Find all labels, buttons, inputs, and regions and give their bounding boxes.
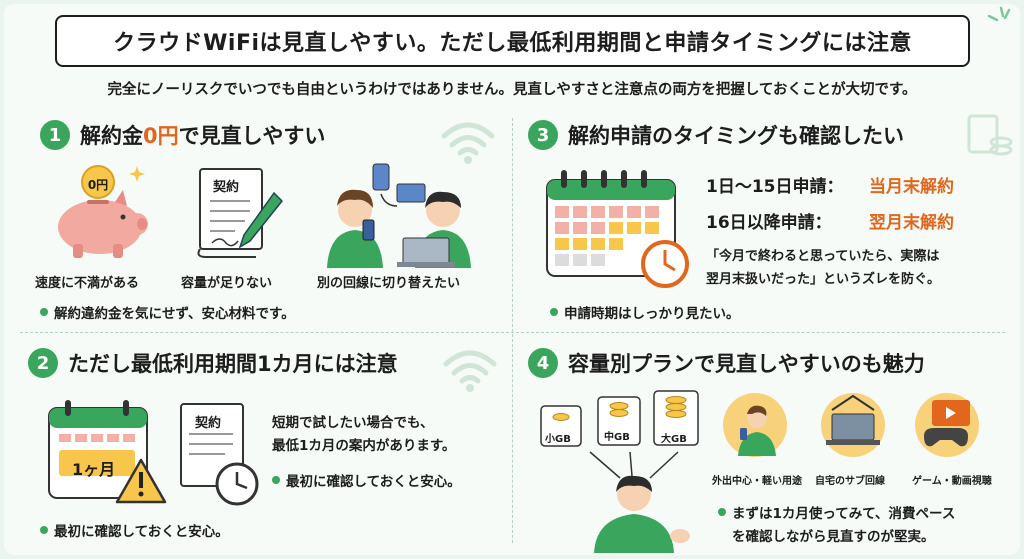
use-home-label: 自宅のサブ回線 xyxy=(815,476,885,487)
quote-line-2: 翌月末扱いだった」というズレを防ぐ。 xyxy=(706,272,941,287)
section2-bullet-inline: 最初に確認しておくと安心。 xyxy=(272,470,461,490)
section2-title: ただし最低利用期間1カ月には注意 xyxy=(68,352,398,376)
section4-header: 4 容量別プランで見直しやすいのも魅力 xyxy=(528,348,925,378)
game-video-icon xyxy=(915,393,979,457)
calendar-clock-icon xyxy=(546,170,689,288)
page-title: クラウドWiFiは見直しやすい。ただし最低利用期間と申請タイミングには注意 xyxy=(55,15,970,67)
contract-clock-icon xyxy=(180,403,259,506)
plan-medium-label: 中GB xyxy=(604,432,630,443)
section1-title: 解約金0円で見直しやすい xyxy=(80,124,326,148)
quote-line-1: 「今月で終わると思っていたら、実際は xyxy=(706,249,940,264)
divider-horizontal xyxy=(20,332,1005,333)
piggy-bank-icon xyxy=(58,165,148,258)
people-switching-icon xyxy=(327,163,471,268)
section1-number: 1 xyxy=(40,120,70,150)
document-stack-icon xyxy=(967,114,1013,156)
piggy-coin-label: 0円 xyxy=(87,178,109,192)
home-laptop-icon xyxy=(821,393,885,457)
section3-number: 3 xyxy=(528,120,558,150)
row1-label: 1日〜15日申請： xyxy=(706,177,844,197)
section3-bullet: 申請時期はしっかり見たい。 xyxy=(550,302,740,322)
section3-title: 解約申請のタイミングも確認したい xyxy=(568,124,904,148)
section4-bullet-1: まずは1カ月使ってみて、消費ペース xyxy=(718,502,955,522)
row1-value: 当月末解約 xyxy=(869,177,954,197)
calendar-warning-icon xyxy=(48,400,167,504)
plan-large-icon xyxy=(653,390,699,446)
section4-title: 容量別プランで見直しやすいのも魅力 xyxy=(568,352,925,376)
section2-bullet: 最初に確認しておくと安心。 xyxy=(40,520,229,540)
contract-pen-icon xyxy=(197,168,284,258)
page-subtitle: 完全にノーリスクでいつでも自由というわけではありません。見直しやすさと注意点の両… xyxy=(107,82,917,98)
caption-capacity: 容量が足りない xyxy=(181,276,273,291)
section4-number: 4 xyxy=(528,348,558,378)
divider-vertical xyxy=(512,118,513,543)
section1-bullet: 解約違約金を気にせず、安心材料です。 xyxy=(40,302,295,322)
section2-text-1: 短期で試したい場合でも、 xyxy=(272,415,434,431)
section2-number: 2 xyxy=(28,348,58,378)
wifi-icon xyxy=(441,122,495,164)
page-title-text: クラウドWiFiは見直しやすい。ただし最低利用期間と申請タイミングには注意 xyxy=(113,31,912,56)
row2-value: 翌月末解約 xyxy=(869,213,954,233)
use-game-label: ゲーム・動画視聴 xyxy=(912,476,992,487)
sparkle-icon xyxy=(987,6,1011,22)
caption-switch: 別の回線に切り替えたい xyxy=(317,276,461,291)
use-mobile-label: 外出中心・軽い用途 xyxy=(712,476,802,487)
section2-text-2: 最低1カ月の案内があります。 xyxy=(272,438,456,454)
contract-label: 契約 xyxy=(213,180,240,195)
section4-bullet-2: を確認しながら見直すのが堅実。 xyxy=(732,529,935,545)
section3-header: 3 解約申請のタイミングも確認したい xyxy=(528,120,904,150)
bullet-dot xyxy=(40,308,48,316)
section2-header: 2 ただし最低利用期間1カ月には注意 xyxy=(28,348,398,378)
presenter-icon xyxy=(589,451,690,553)
row2-label: 16日以降申請： xyxy=(706,213,832,233)
wifi-icon xyxy=(443,350,497,392)
plan-small-icon xyxy=(540,405,582,447)
plan-large-label: 大GB xyxy=(661,434,687,445)
contract-label-2: 契約 xyxy=(195,416,222,431)
plan-small-label: 小GB xyxy=(545,434,571,445)
plan-medium-icon xyxy=(597,396,641,446)
section1-header: 1 解約金0円で見直しやすい xyxy=(40,120,325,150)
caption-speed: 速度に不満がある xyxy=(35,276,140,291)
mobile-user-icon xyxy=(723,393,787,457)
calendar-month-label: 1ヶ月 xyxy=(72,460,116,479)
